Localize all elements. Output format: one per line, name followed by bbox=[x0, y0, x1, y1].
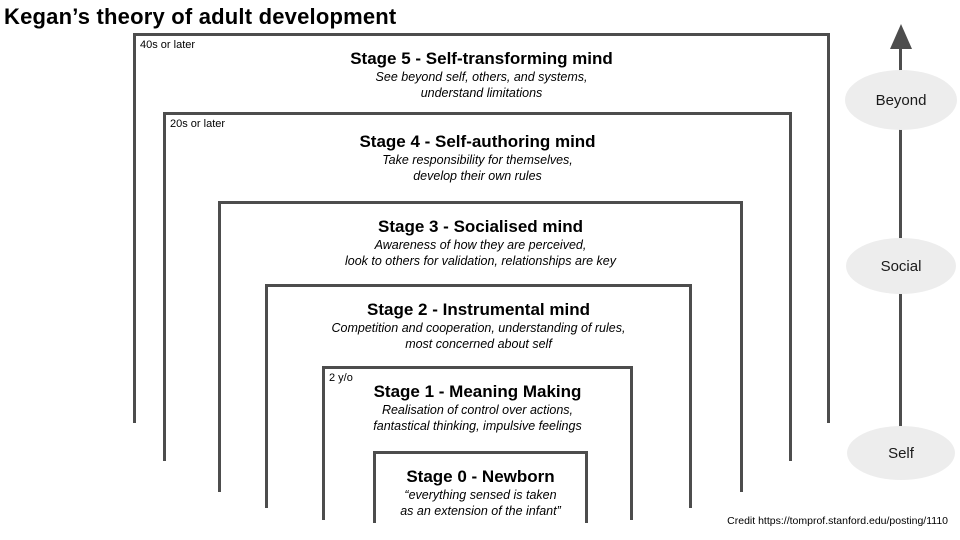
stage-0-desc-line-1: “everything sensed is taken bbox=[404, 488, 557, 503]
level-ellipse-self: Self bbox=[847, 426, 955, 480]
stage-3-content: Stage 3 - Socialised mind Awareness of h… bbox=[221, 217, 740, 269]
level-label-beyond: Beyond bbox=[875, 91, 927, 109]
stage-3-title: Stage 3 - Socialised mind bbox=[377, 217, 583, 236]
stage-0-title: Stage 0 - Newborn bbox=[406, 467, 555, 486]
stage-4-content: Stage 4 - Self-authoring mind Take respo… bbox=[166, 132, 789, 184]
up-arrow-icon bbox=[890, 24, 912, 49]
level-ellipse-beyond: Beyond bbox=[845, 70, 957, 130]
stage-4-desc-line-2: develop their own rules bbox=[413, 169, 542, 184]
stage-2-desc-line-2: most concerned about self bbox=[405, 337, 552, 352]
stage-4-desc-line-1: Take responsibility for themselves, bbox=[382, 153, 573, 168]
stage-1-title: Stage 1 - Meaning Making bbox=[373, 382, 582, 401]
stage-5-box: 40s or later Stage 5 - Self-transforming… bbox=[133, 33, 830, 423]
stage-1-desc-line-2: fantastical thinking, impulsive feelings bbox=[373, 419, 582, 434]
stage-0-content: Stage 0 - Newborn “everything sensed is … bbox=[376, 467, 585, 519]
level-ellipse-social: Social bbox=[846, 238, 956, 294]
stage-4-box: 20s or later Stage 4 - Self-authoring mi… bbox=[163, 112, 792, 461]
stage-3-desc-line-1: Awareness of how they are perceived, bbox=[374, 238, 587, 253]
stage-5-age-label: 40s or later bbox=[140, 39, 196, 51]
stage-4-title: Stage 4 - Self-authoring mind bbox=[359, 132, 596, 151]
stage-1-age-label: 2 y/o bbox=[329, 372, 353, 384]
stage-2-content: Stage 2 - Instrumental mind Competition … bbox=[268, 300, 689, 352]
stage-5-title: Stage 5 - Self-transforming mind bbox=[350, 49, 613, 68]
stage-0-desc-line-2: as an extension of the infant” bbox=[400, 504, 561, 519]
stage-0-box: Stage 0 - Newborn “everything sensed is … bbox=[373, 451, 588, 523]
stage-1-desc-line-1: Realisation of control over actions, bbox=[381, 403, 574, 418]
stage-2-title: Stage 2 - Instrumental mind bbox=[367, 300, 590, 319]
stage-1-box: 2 y/o Stage 1 - Meaning Making Realisati… bbox=[322, 366, 633, 520]
stage-3-desc-line-2: look to others for validation, relations… bbox=[345, 254, 616, 269]
page-title: Kegan’s theory of adult development bbox=[4, 4, 397, 29]
credit-text: Credit https://tomprof.stanford.edu/post… bbox=[727, 515, 948, 527]
level-label-social: Social bbox=[880, 257, 922, 275]
stage-1-content: Stage 1 - Meaning Making Realisation of … bbox=[325, 382, 630, 434]
stage-5-desc-line-2: understand limitations bbox=[420, 86, 543, 101]
stage-5-desc-line-1: See beyond self, others, and systems, bbox=[375, 70, 588, 85]
stage-3-box: Stage 3 - Socialised mind Awareness of h… bbox=[218, 201, 743, 492]
stage-4-age-label: 20s or later bbox=[170, 118, 226, 130]
level-label-self: Self bbox=[888, 444, 914, 462]
stage-5-content: Stage 5 - Self-transforming mind See bey… bbox=[136, 49, 827, 101]
stage-2-box: Stage 2 - Instrumental mind Competition … bbox=[265, 284, 692, 508]
stage-2-desc-line-1: Competition and cooperation, understandi… bbox=[331, 321, 626, 336]
